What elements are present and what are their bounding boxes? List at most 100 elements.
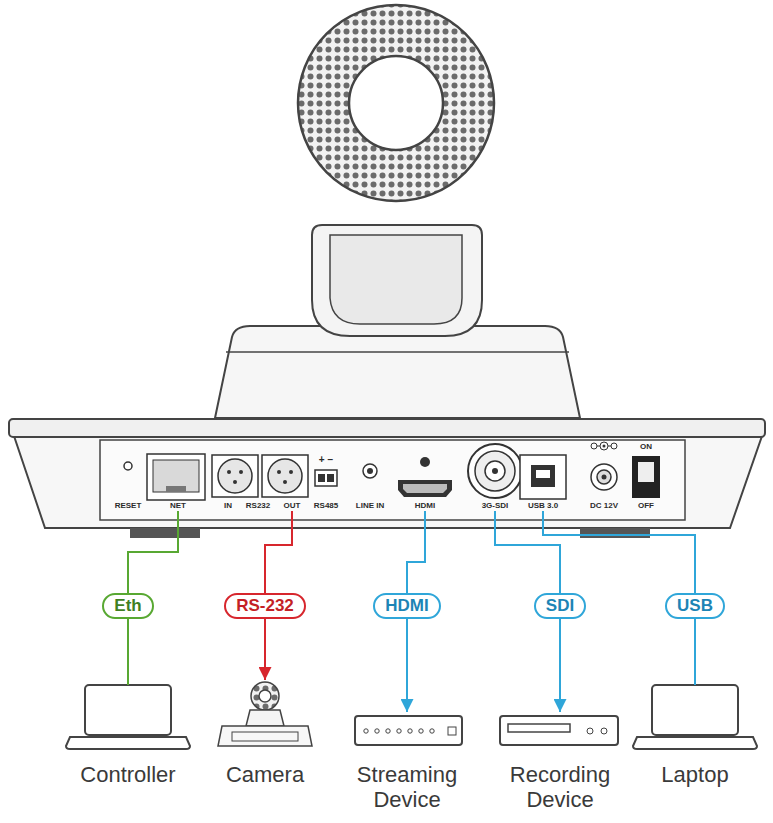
port-node: NET: [168, 501, 188, 511]
dc-polarity-symbol: [603, 445, 606, 448]
terminal-pin: [318, 474, 325, 482]
usb-socket: [531, 465, 555, 487]
hdmi-lock: [420, 457, 430, 467]
laptop-screen: [85, 685, 171, 735]
led: [419, 729, 423, 733]
camera-icon-head: [251, 682, 279, 710]
din-pin: [233, 480, 237, 484]
panel-label: RS232: [246, 501, 270, 511]
din-pin: [239, 470, 243, 474]
device-node: Laptop: [633, 685, 757, 787]
device-label: Controller: [66, 762, 190, 787]
port-node: HDMI: [413, 501, 437, 511]
dc-polarity-symbol: [600, 442, 608, 450]
laptop-screen: [652, 685, 738, 735]
led: [397, 729, 401, 733]
camera-yoke: [312, 225, 482, 336]
dc-jack-ring: [597, 470, 611, 484]
power-switch: [632, 456, 660, 498]
device-node: Recording Device: [497, 712, 623, 812]
reset-button: [124, 462, 132, 470]
din-socket: [218, 459, 252, 493]
port-label: NET: [168, 501, 188, 511]
bnc-ring: [475, 451, 515, 491]
camera-lens: [349, 56, 443, 150]
usb-port: [520, 455, 566, 499]
hdmi-port: [398, 480, 452, 497]
terminal-pin: [327, 474, 334, 482]
rj45-notch: [166, 486, 186, 492]
edge-label: HDMI: [373, 593, 440, 619]
din-port: [262, 455, 308, 497]
port-node: USB 3.0: [526, 501, 560, 511]
rear-panel: [100, 440, 685, 520]
switch-rocker: [638, 462, 654, 482]
dc-jack-pin: [602, 475, 607, 480]
camera-base: [215, 326, 580, 418]
edge-label: RS-232: [224, 593, 306, 619]
camera-head: [298, 5, 494, 201]
camera-icon-yoke: [246, 710, 284, 726]
port-label: OUT: [282, 501, 303, 511]
rj45-port: [147, 454, 205, 500]
camera-icon-lens: [259, 690, 271, 702]
din-socket: [268, 459, 302, 493]
camera-foot: [580, 528, 650, 538]
bnc-port: [468, 444, 522, 498]
din-pin: [289, 470, 293, 474]
din-pin: [227, 470, 231, 474]
device-label: Recording Device: [497, 762, 623, 812]
panel-label: ON: [640, 442, 652, 452]
body-lip: [9, 419, 765, 437]
camera-icon-body: [218, 726, 312, 746]
panel-label: OFF: [638, 501, 654, 511]
device-button: [448, 727, 456, 735]
panel-label: LINE IN: [356, 501, 384, 511]
edge-label: USB: [665, 593, 725, 619]
device-button: [601, 728, 607, 734]
port-label: 3G-SDI: [480, 501, 511, 511]
hdmi-socket: [403, 484, 447, 493]
bnc-pin: [492, 468, 498, 474]
bnc-ring: [485, 461, 505, 481]
din-port: [212, 455, 258, 497]
audio-jack: [363, 464, 377, 478]
device-node: Camera: [210, 680, 320, 787]
dc-polarity-symbol: [591, 443, 597, 449]
disc-slot: [508, 724, 570, 732]
rj45-socket: [153, 460, 199, 492]
led: [386, 729, 390, 733]
device-label: Camera: [210, 762, 320, 787]
panel-label: IN: [224, 501, 232, 511]
led: [430, 729, 434, 733]
audio-jack-hole: [367, 468, 373, 474]
led: [375, 729, 379, 733]
laptop-base: [66, 737, 190, 749]
port-label: HDMI: [413, 501, 437, 511]
laptop-base: [633, 737, 757, 749]
device-label: Streaming Device: [347, 762, 467, 812]
edge-label: SDI: [534, 593, 586, 619]
panel-label: + −: [319, 455, 333, 465]
device-node: Controller: [66, 685, 190, 787]
led: [364, 729, 368, 733]
din-pin: [283, 480, 287, 484]
usb-tongue: [536, 470, 550, 478]
panel-label: RS485: [314, 501, 338, 511]
din-pin: [277, 470, 281, 474]
camera-body: [14, 436, 762, 528]
camera-icon-panel: [232, 732, 298, 741]
device-label: Laptop: [633, 762, 757, 787]
port-node: OUT: [282, 501, 303, 511]
port-node: 3G-SDI: [480, 501, 511, 511]
dc-jack: [591, 464, 617, 490]
rs485-terminal: [315, 470, 337, 486]
camera-foot: [130, 528, 200, 538]
edge-label: Eth: [102, 593, 153, 619]
streaming-device-leds: [364, 729, 434, 733]
device-button: [587, 728, 593, 734]
yoke-cup: [330, 235, 462, 324]
device-node: Streaming Device: [347, 712, 467, 812]
